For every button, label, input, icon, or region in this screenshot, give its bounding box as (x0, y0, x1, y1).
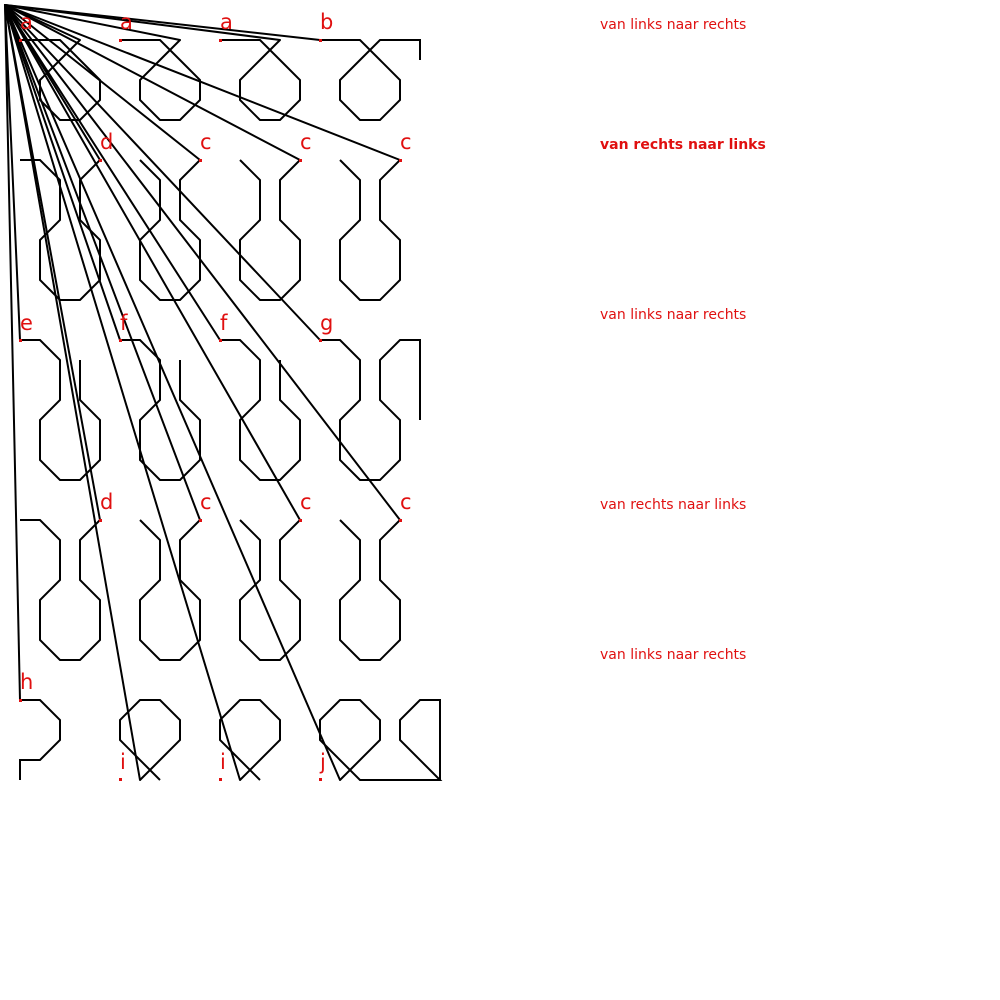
motif-label: d (100, 490, 114, 514)
motif-row1-4 (320, 39, 421, 121)
motif-label: f (220, 311, 228, 335)
motif-label: c (200, 490, 212, 514)
motif-label: c (300, 130, 312, 154)
motif-label: i (120, 750, 126, 774)
motif-label: j (320, 750, 326, 774)
motif-row4-2 (139, 519, 201, 661)
motif-label: c (400, 490, 412, 514)
direction-label-row5: van links naar rechts (600, 647, 747, 663)
motif-label: d (100, 130, 114, 154)
motif-label: a (220, 10, 233, 34)
motif-row2-4 (339, 159, 401, 301)
motif-row1-2 (120, 39, 201, 121)
start-markers (19, 39, 402, 781)
motif-label: a (120, 10, 133, 34)
motif-row4-4 (339, 519, 401, 661)
motif-row5-4 (319, 699, 443, 781)
motif-row3-3 (220, 339, 301, 481)
motif-row5-3 (219, 699, 281, 781)
motif-row3-2 (120, 339, 201, 481)
direction-label-row3: van links naar rechts (600, 307, 747, 323)
motif-label: f (120, 311, 128, 335)
motif-row1-3 (220, 39, 301, 121)
motif-label: b (320, 10, 334, 34)
motif-row3-4 (320, 339, 421, 481)
motif-label: e (20, 311, 33, 335)
motif-label: c (200, 130, 212, 154)
motif-label: c (300, 490, 312, 514)
motif-row2-2 (139, 159, 201, 301)
motif-row5-2 (119, 699, 181, 781)
motif-label: c (400, 130, 412, 154)
motif-row5-1 (19, 699, 61, 780)
motif-row4-3 (239, 519, 301, 661)
direction-label-row1: van links naar rechts (600, 17, 747, 33)
motif-label: h (20, 670, 34, 694)
motif-row3-1 (20, 339, 101, 481)
direction-label-row2: van rechts naar links (600, 137, 766, 153)
direction-label-row4: van rechts naar links (600, 497, 747, 513)
connector-lines (4, 4, 401, 781)
motif-row2-3 (239, 159, 301, 301)
motif-label: g (320, 311, 334, 335)
motif-label: a (20, 10, 33, 34)
motif-row4-1 (20, 519, 101, 661)
motif-label: i (220, 750, 226, 774)
